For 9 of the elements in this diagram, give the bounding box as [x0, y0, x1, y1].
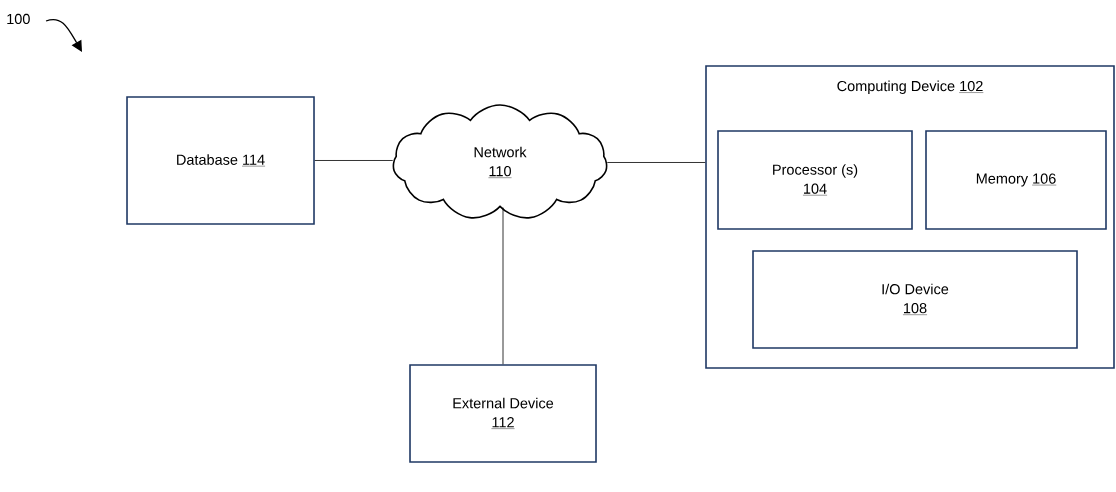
device-box: Memory 106	[925, 130, 1107, 230]
connector-line	[314, 160, 394, 161]
device-box: Database 114	[126, 96, 315, 225]
connector-line	[606, 162, 706, 163]
reference-numeral: 100	[7, 13, 30, 25]
device-box: Processor (s) 104	[717, 130, 913, 230]
network-cloud: Network 110	[392, 104, 608, 219]
device-box: I/O Device 108	[752, 250, 1078, 349]
device-box: External Device 112	[409, 364, 597, 463]
